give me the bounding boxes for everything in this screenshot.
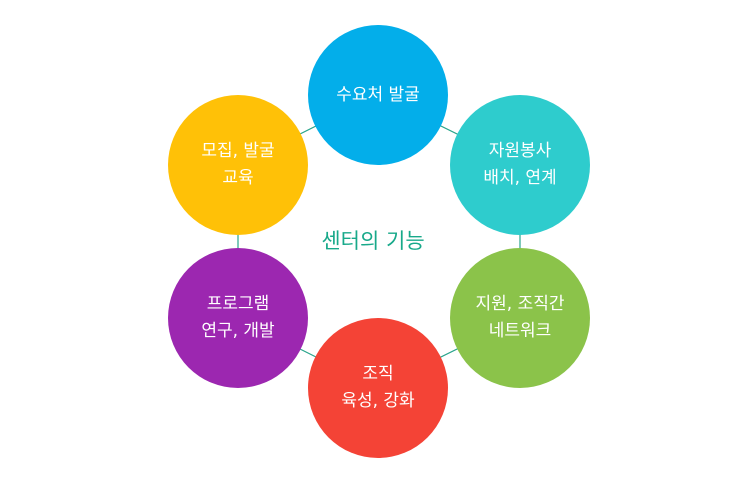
- node-demand-discovery: 수요처 발굴: [308, 25, 448, 165]
- node-support-network: 지원, 조직간 네트워크: [450, 248, 590, 388]
- node-line: 배치, 연계: [483, 168, 557, 188]
- node-line: 교육: [222, 168, 254, 188]
- node-volunteer-placement: 자원봉사 배치, 연계: [450, 95, 590, 235]
- node-recruit-education: 모집, 발굴 교육: [168, 95, 308, 235]
- node-program-research: 프로그램 연구, 개발: [168, 248, 308, 388]
- center-title: 센터의 기능: [321, 229, 425, 253]
- node-organization-development: 조직 육성, 강화: [308, 318, 448, 458]
- node-line: 연구, 개발: [201, 321, 275, 341]
- node-line: 모집, 발굴: [201, 141, 275, 161]
- node-line: 수요처 발굴: [336, 84, 420, 105]
- node-line: 네트워크: [488, 321, 552, 341]
- node-line: 조직: [362, 364, 394, 384]
- node-line: 육성, 강화: [341, 391, 415, 411]
- node-line: 자원봉사: [488, 141, 552, 161]
- node-line: 프로그램: [206, 294, 270, 314]
- node-line: 지원, 조직간: [475, 294, 565, 314]
